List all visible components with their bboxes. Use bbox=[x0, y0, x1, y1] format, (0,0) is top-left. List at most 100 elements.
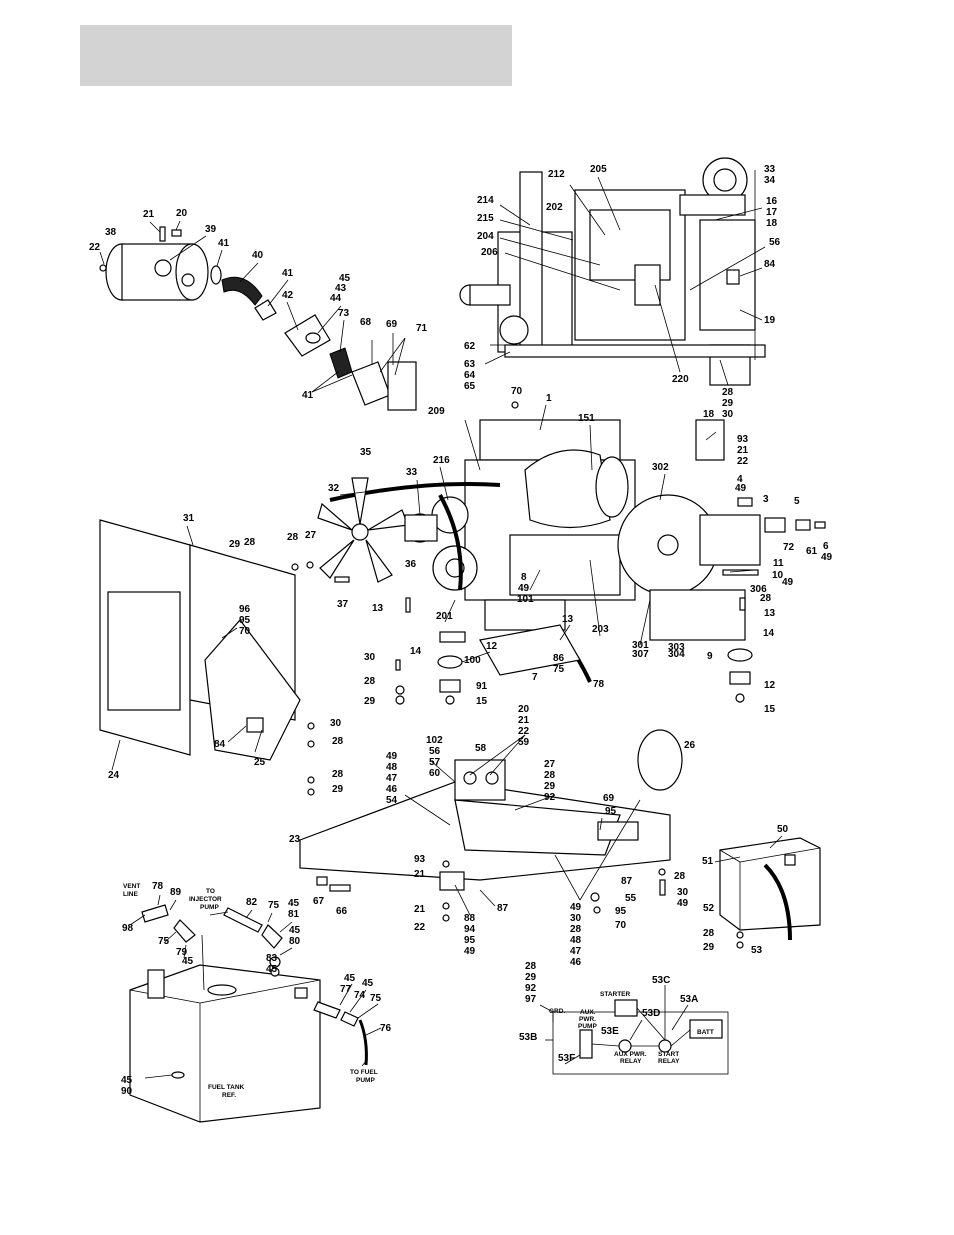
callout-number: 70 bbox=[239, 626, 251, 637]
callout-number: 33 bbox=[406, 467, 418, 478]
callout-number: 24 bbox=[108, 770, 120, 781]
callout-number: 70 bbox=[615, 920, 627, 931]
callout-number: 28 bbox=[544, 770, 556, 781]
callout-number: 14 bbox=[763, 628, 775, 639]
callout-number: 76 bbox=[380, 1023, 392, 1034]
callout-number: 73 bbox=[338, 308, 350, 319]
callout-number: 49 bbox=[570, 902, 582, 913]
text-label: RELAY bbox=[620, 1058, 642, 1065]
callout-number: 47 bbox=[386, 773, 398, 784]
callout-number: 19 bbox=[764, 315, 776, 326]
callout-number: 61 bbox=[806, 546, 818, 557]
callout-number: 28 bbox=[332, 769, 344, 780]
callout-number: 220 bbox=[672, 374, 689, 385]
callout-number: 56 bbox=[769, 237, 781, 248]
callout-number: 80 bbox=[289, 936, 301, 947]
callout-number: 205 bbox=[590, 164, 607, 175]
callout-number: 5 bbox=[794, 496, 800, 507]
text-label: INJECTOR bbox=[189, 896, 222, 903]
callout-number: 102 bbox=[426, 735, 443, 746]
fuel-tank-assembly bbox=[129, 894, 382, 1123]
callout-number: 53D bbox=[642, 1008, 660, 1019]
callout-number: 101 bbox=[517, 594, 534, 605]
callout-number: 46 bbox=[386, 784, 398, 795]
callout-number: 29 bbox=[364, 696, 376, 707]
callout-number: 30 bbox=[570, 913, 582, 924]
callout-number: 49 bbox=[677, 898, 689, 909]
callout-number: 15 bbox=[764, 704, 776, 715]
callout-number: 30 bbox=[364, 652, 376, 663]
callout-number: 34 bbox=[764, 175, 776, 186]
text-label: PUMP bbox=[200, 904, 219, 911]
callout-number: 28 bbox=[722, 387, 734, 398]
callout-number: 12 bbox=[764, 680, 776, 691]
callout-number: 58 bbox=[475, 743, 487, 754]
callout-number: 49 bbox=[821, 552, 833, 563]
callout-number: 52 bbox=[703, 903, 715, 914]
callout-number: 11 bbox=[773, 558, 784, 569]
callout-number: 74 bbox=[354, 990, 366, 1001]
callout-number: 54 bbox=[386, 795, 398, 806]
callout-number: 4 bbox=[737, 474, 743, 485]
callout-number: 29 bbox=[703, 942, 715, 953]
text-label: BATT bbox=[697, 1029, 714, 1036]
callout-number: 49 bbox=[386, 751, 398, 762]
callout-number: 31 bbox=[183, 513, 195, 524]
callout-number: 32 bbox=[328, 483, 340, 494]
callout-number: 53E bbox=[601, 1026, 619, 1037]
callout-number: 95 bbox=[605, 806, 617, 817]
callout-number: 301 bbox=[632, 640, 649, 651]
callout-number: 28 bbox=[364, 676, 376, 687]
callout-number: 72 bbox=[783, 542, 795, 553]
callout-number: 97 bbox=[525, 994, 537, 1005]
callout-number: 18 bbox=[766, 218, 778, 229]
engine-assembly bbox=[317, 401, 826, 705]
text-label: PUMP bbox=[356, 1077, 375, 1084]
callout-number: 202 bbox=[546, 202, 563, 213]
callout-number: 23 bbox=[289, 834, 301, 845]
callout-number: 8 bbox=[521, 572, 527, 583]
callout-number: 28 bbox=[570, 924, 582, 935]
callout-number: 83 bbox=[266, 953, 278, 964]
callout-number: 57 bbox=[429, 757, 441, 768]
callout-number: 79 bbox=[176, 947, 188, 958]
callout-number: 45 bbox=[121, 1075, 133, 1086]
text-label: REF. bbox=[222, 1092, 236, 1099]
text-label: PWR. bbox=[579, 1016, 596, 1023]
callout-number: 3 bbox=[763, 494, 769, 505]
callout-number: 89 bbox=[170, 887, 182, 898]
callout-number: 30 bbox=[722, 409, 734, 420]
callout-number: 29 bbox=[722, 398, 734, 409]
callout-number: 68 bbox=[360, 317, 372, 328]
callout-number: 40 bbox=[252, 250, 264, 261]
callout-number: 86 bbox=[553, 653, 565, 664]
callout-number: 22 bbox=[89, 242, 101, 253]
callout-number: 90 bbox=[121, 1086, 133, 1097]
text-label: RELAY bbox=[658, 1058, 680, 1065]
callout-number: 28 bbox=[332, 736, 344, 747]
callout-number: 13 bbox=[562, 614, 574, 625]
callout-number: 212 bbox=[548, 169, 565, 180]
callout-number: 60 bbox=[429, 768, 441, 779]
callout-number: 21 bbox=[414, 904, 426, 915]
callout-number: 306 bbox=[750, 584, 767, 595]
text-label: TO FUEL bbox=[350, 1069, 378, 1076]
callout-number: 44 bbox=[330, 293, 342, 304]
callout-number: 62 bbox=[464, 341, 476, 352]
callout-number: 204 bbox=[477, 231, 494, 242]
callout-number: 87 bbox=[621, 876, 633, 887]
callout-number: 16 bbox=[766, 196, 778, 207]
text-label: START bbox=[658, 1051, 679, 1058]
callout-number: 21 bbox=[518, 715, 530, 726]
callout-number: 67 bbox=[313, 896, 325, 907]
callout-number: 81 bbox=[288, 909, 300, 920]
battery bbox=[714, 835, 821, 949]
callout-number: 29 bbox=[544, 781, 556, 792]
callout-number: 92 bbox=[544, 792, 556, 803]
callout-number: 302 bbox=[652, 462, 669, 473]
callout-number: 22 bbox=[414, 922, 426, 933]
callout-number: 87 bbox=[497, 903, 509, 914]
callout-number: 29 bbox=[525, 972, 537, 983]
